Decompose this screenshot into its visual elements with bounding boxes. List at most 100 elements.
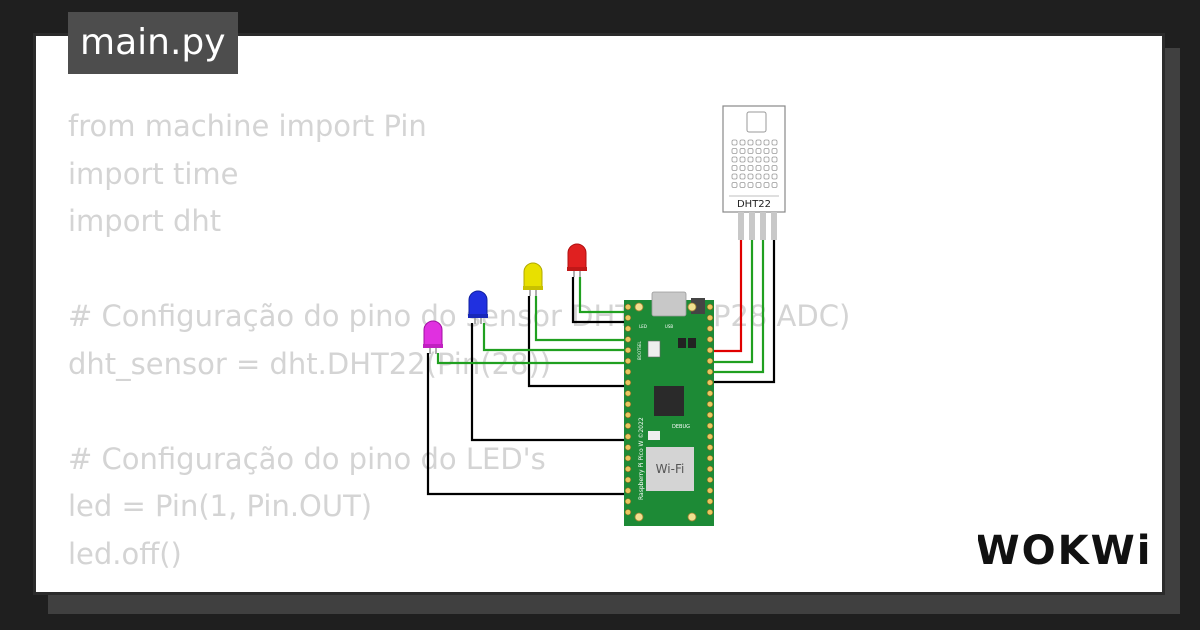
board-pin — [624, 314, 632, 321]
code-line: import time — [68, 156, 239, 191]
grille-hole — [755, 182, 762, 188]
code-line: led.off() — [68, 536, 182, 571]
wokwi-logo-text: WOKWi — [978, 528, 1150, 574]
wire-dht-gnd — [707, 238, 776, 384]
board-pin — [706, 347, 714, 354]
board-pin — [706, 465, 714, 473]
grille-hole — [747, 165, 754, 171]
board-pin — [706, 433, 714, 440]
wire-dht-nc — [707, 238, 765, 374]
board-pin — [706, 476, 714, 483]
board-pin — [706, 303, 714, 311]
board-model-label: Raspberry Pi Pico W ©2022 — [638, 417, 645, 500]
board-pin — [624, 401, 632, 408]
wokwi-logo: WOKWi — [978, 528, 1150, 574]
grille-hole — [731, 156, 738, 163]
grille-hole — [731, 165, 738, 171]
grille-hole — [771, 156, 778, 163]
board-pin — [624, 476, 632, 483]
grille-hole — [739, 182, 746, 188]
code-line: import dht — [68, 204, 222, 238]
wire-blue-led-anode — [482, 323, 632, 352]
board-pin — [706, 455, 714, 462]
board-pin — [706, 379, 714, 386]
board-pin — [624, 303, 632, 311]
grille-hole — [763, 182, 770, 188]
pico-w-board: Wi-Fi DEBUG USB LED BOOTSEL Raspberry Pi… — [624, 291, 714, 526]
grille-hole — [763, 148, 770, 154]
grille-hole — [763, 139, 770, 146]
grille-hole — [731, 182, 738, 188]
mounting-hole — [687, 512, 697, 522]
board-pin — [624, 336, 632, 343]
grille-hole — [771, 165, 778, 171]
board-pin — [624, 465, 632, 473]
wires — [426, 238, 776, 496]
board-pin — [624, 455, 632, 462]
grille-hole — [731, 139, 738, 146]
grille-hole — [739, 156, 746, 163]
board-pin — [624, 422, 632, 429]
grille-hole — [763, 173, 770, 180]
grille-hole — [747, 139, 754, 146]
grille-hole — [763, 165, 770, 171]
mounting-hole — [687, 302, 697, 312]
wire-dht-data — [707, 238, 754, 364]
led-label: LED — [639, 324, 647, 329]
board-pin — [706, 401, 714, 408]
bootsel-label: BOOTSEL — [637, 341, 642, 360]
grille-hole — [739, 173, 746, 180]
file-name-tab: main.py — [68, 12, 238, 74]
board-pin — [706, 336, 714, 343]
code-line: led = Pin(1, Pin.OUT) — [68, 489, 373, 523]
board-pin — [624, 368, 632, 375]
board-pin — [624, 357, 632, 365]
board-pin — [706, 357, 714, 365]
preview-card — [33, 33, 1165, 595]
debug-label: DEBUG — [672, 424, 690, 430]
board-pin — [706, 444, 714, 451]
board-pin — [706, 498, 714, 505]
board-pin — [706, 509, 714, 516]
board-pin — [624, 325, 632, 332]
board-pin — [624, 487, 632, 494]
grille-hole — [739, 165, 746, 171]
grille-hole — [771, 148, 778, 154]
board-pin — [706, 487, 714, 494]
sensor-grille — [731, 139, 778, 188]
board-pin — [706, 411, 714, 419]
grille-hole — [771, 182, 778, 188]
wire-magenta-led-anode — [436, 353, 632, 365]
led-blue — [468, 290, 488, 324]
grille-hole — [755, 139, 762, 146]
wire-yellow-led-cathode — [527, 296, 632, 388]
board-pin — [624, 433, 632, 440]
board-pin — [706, 422, 714, 429]
led-yellow — [523, 262, 543, 296]
board-pin — [624, 347, 632, 354]
grille-hole — [739, 139, 746, 146]
grille-hole — [755, 156, 762, 163]
board-pin — [706, 368, 714, 375]
grille-hole — [755, 165, 762, 171]
grille-hole — [755, 173, 762, 180]
sensor-label: DHT22 — [737, 199, 771, 210]
mounting-hole — [634, 512, 644, 522]
grille-hole — [771, 173, 778, 180]
grille-hole — [747, 173, 754, 180]
board-pin — [706, 325, 714, 332]
grille-hole — [755, 148, 762, 154]
grille-hole — [731, 148, 738, 154]
board-pin — [624, 411, 632, 419]
grille-hole — [747, 182, 754, 188]
wire-red-led-cathode — [571, 277, 632, 324]
usb-label: USB — [665, 324, 673, 329]
led-magenta — [423, 320, 443, 354]
grille-hole — [747, 156, 754, 163]
grille-hole — [771, 139, 778, 146]
code-line: # Configuração do pino do LED's — [68, 441, 546, 476]
board-pin — [624, 509, 632, 516]
wire-yellow-led-anode — [534, 296, 632, 342]
wire-dht-vcc — [707, 238, 743, 353]
code-line: from machine import Pin — [68, 109, 427, 143]
